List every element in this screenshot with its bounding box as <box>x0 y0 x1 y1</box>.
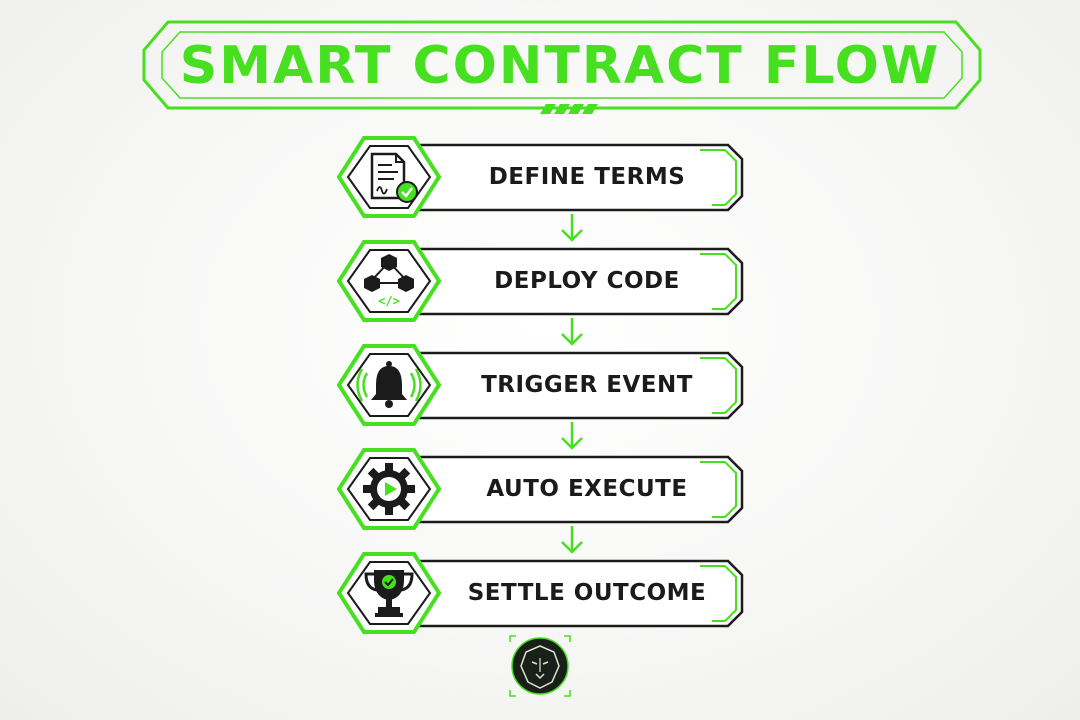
ringing-bell-icon <box>356 361 422 408</box>
page-title: SMART CONTRACT FLOW <box>179 36 941 96</box>
step-label: SETTLE OUTCOME <box>467 580 707 606</box>
step-label: DEFINE TERMS <box>488 164 686 190</box>
step-label: DEPLOY CODE <box>494 268 680 294</box>
trophy-check-icon <box>364 570 414 617</box>
svg-text:</>: </> <box>378 294 400 308</box>
step-label: TRIGGER EVENT <box>481 372 693 398</box>
step-label: AUTO EXECUTE <box>486 476 688 502</box>
signed-document-icon <box>370 152 418 203</box>
gear-play-icon <box>363 463 415 515</box>
blockchain-code-icon: </> <box>364 254 414 308</box>
title-underline-stripes <box>540 104 598 114</box>
